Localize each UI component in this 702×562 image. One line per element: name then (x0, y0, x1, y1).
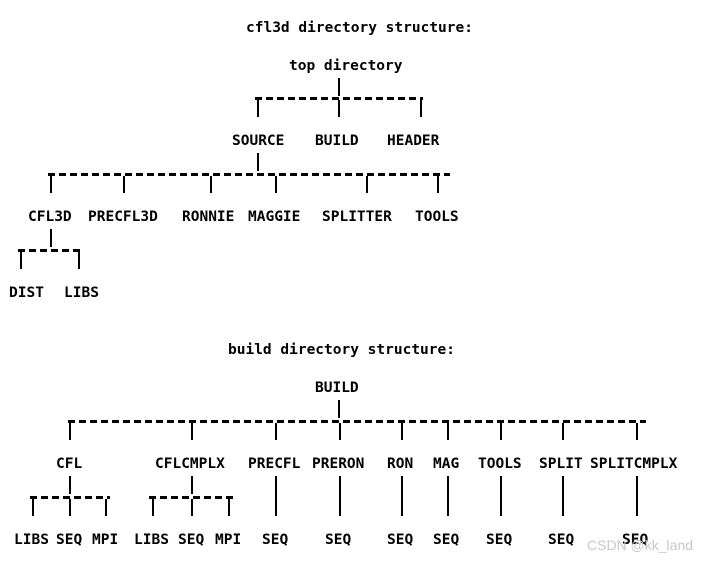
tree2-level1-tick-ron (401, 423, 403, 440)
csdn-watermark: CSDN @kk_land (587, 537, 694, 553)
tree1-level2-tick-tools (437, 176, 439, 193)
tree1-level2-tick-precfl3d (123, 176, 125, 193)
tree2-root-label: BUILD (315, 380, 359, 396)
tree2-level1-tick-tools (500, 423, 502, 440)
tree2-leaf-tools-seq: SEQ (486, 532, 513, 548)
tree1-source-stem (257, 153, 259, 171)
tree1-node-build: BUILD (315, 133, 359, 149)
tree2-leaf-cfl-mpi: MPI (92, 532, 119, 548)
tree2-leaf-ron-seq: SEQ (387, 532, 414, 548)
tree2-cfl-tick-libs (32, 499, 34, 516)
tree2-cfl-tick-mpi (105, 499, 107, 516)
tree2-splitcmplx-stem (636, 476, 638, 516)
tree1-node-libs: LIBS (64, 285, 99, 301)
tree1-title: cfl3d directory structure: (246, 20, 473, 36)
tree2-leaf-cflcmplx-mpi: MPI (215, 532, 242, 548)
tree2-level1-tick-precfl (275, 423, 277, 440)
tree1-node-tools: TOOLS (415, 209, 459, 225)
tree1-level1-tick-build (338, 100, 340, 117)
tree2-node-precfl: PRECFL (248, 456, 301, 472)
tree2-cflcmplx-tick-seq (191, 499, 193, 516)
tree1-level2-tick-ronnie (210, 176, 212, 193)
tree2-cflcmplx-bus (149, 496, 233, 499)
tree2-level1-bus (68, 420, 646, 423)
tree1-cfl3d-stem (50, 229, 52, 247)
tree1-level2-bus (48, 173, 450, 176)
tree2-node-splitcmplx: SPLITCMPLX (590, 456, 678, 472)
tree2-leaf-cflcmplx-seq: SEQ (178, 532, 205, 548)
tree2-root-stem (338, 400, 340, 418)
tree2-node-mag: MAG (433, 456, 460, 472)
tree1-node-splitter: SPLITTER (322, 209, 392, 225)
tree2-cfl-tick-seq (69, 499, 71, 516)
tree2-level1-tick-splitcmplx (636, 423, 638, 440)
tree2-leaf-mag-seq: SEQ (433, 532, 460, 548)
tree2-node-split: SPLIT (539, 456, 583, 472)
tree2-mag-stem (447, 476, 449, 516)
tree2-leaf-split-seq: SEQ (548, 532, 575, 548)
tree2-level1-tick-split (562, 423, 564, 440)
tree2-leaf-precfl-seq: SEQ (262, 532, 289, 548)
tree2-leaf-cfl-libs: LIBS (14, 532, 49, 548)
tree2-precfl-stem (275, 476, 277, 516)
tree2-level1-tick-cfl (69, 423, 71, 440)
tree1-node-maggie: MAGGIE (248, 209, 301, 225)
tree2-leaf-cflcmplx-libs: LIBS (134, 532, 169, 548)
tree1-node-cfl3d: CFL3D (28, 209, 72, 225)
tree1-level1-tick-source (257, 100, 259, 117)
tree2-ron-stem (401, 476, 403, 516)
tree2-tools-stem (500, 476, 502, 516)
tree2-node-ron: RON (387, 456, 414, 472)
tree2-node-cflcmplx: CFLCMPLX (155, 456, 225, 472)
tree1-root-label: top directory (289, 58, 403, 74)
tree2-level1-tick-preron (339, 423, 341, 440)
tree1-node-source: SOURCE (232, 133, 285, 149)
tree2-cflcmplx-tick-mpi (228, 499, 230, 516)
tree2-cfl-stem (69, 476, 71, 494)
tree1-level3-tick-libs (78, 252, 80, 269)
tree2-node-cfl: CFL (56, 456, 83, 472)
tree1-node-dist: DIST (9, 285, 44, 301)
tree1-level2-tick-splitter (366, 176, 368, 193)
tree2-node-preron: PRERON (312, 456, 365, 472)
tree2-node-tools: TOOLS (478, 456, 522, 472)
tree1-level2-tick-cfl3d (50, 176, 52, 193)
tree2-leaf-cfl-seq: SEQ (56, 532, 83, 548)
tree1-level3-bus (18, 249, 84, 252)
tree1-level1-bus (255, 97, 423, 100)
tree2-level1-tick-cflcmplx (191, 423, 193, 440)
tree2-preron-stem (339, 476, 341, 516)
tree1-node-ronnie: RONNIE (182, 209, 235, 225)
tree2-leaf-splitcmplx-seq: SEQ (622, 532, 649, 548)
tree2-leaf-preron-seq: SEQ (325, 532, 352, 548)
tree2-level1-tick-mag (447, 423, 449, 440)
tree2-cfl-bus (30, 496, 110, 499)
tree1-node-header: HEADER (387, 133, 440, 149)
tree2-title: build directory structure: (228, 342, 455, 358)
tree1-level3-tick-dist (20, 252, 22, 269)
tree1-node-precfl3d: PRECFL3D (88, 209, 158, 225)
tree2-cflcmplx-stem (191, 476, 193, 494)
tree1-level1-tick-header (420, 100, 422, 117)
tree1-root-stem (338, 78, 340, 96)
tree2-split-stem (562, 476, 564, 516)
tree2-cflcmplx-tick-libs (152, 499, 154, 516)
tree1-level2-tick-maggie (275, 176, 277, 193)
